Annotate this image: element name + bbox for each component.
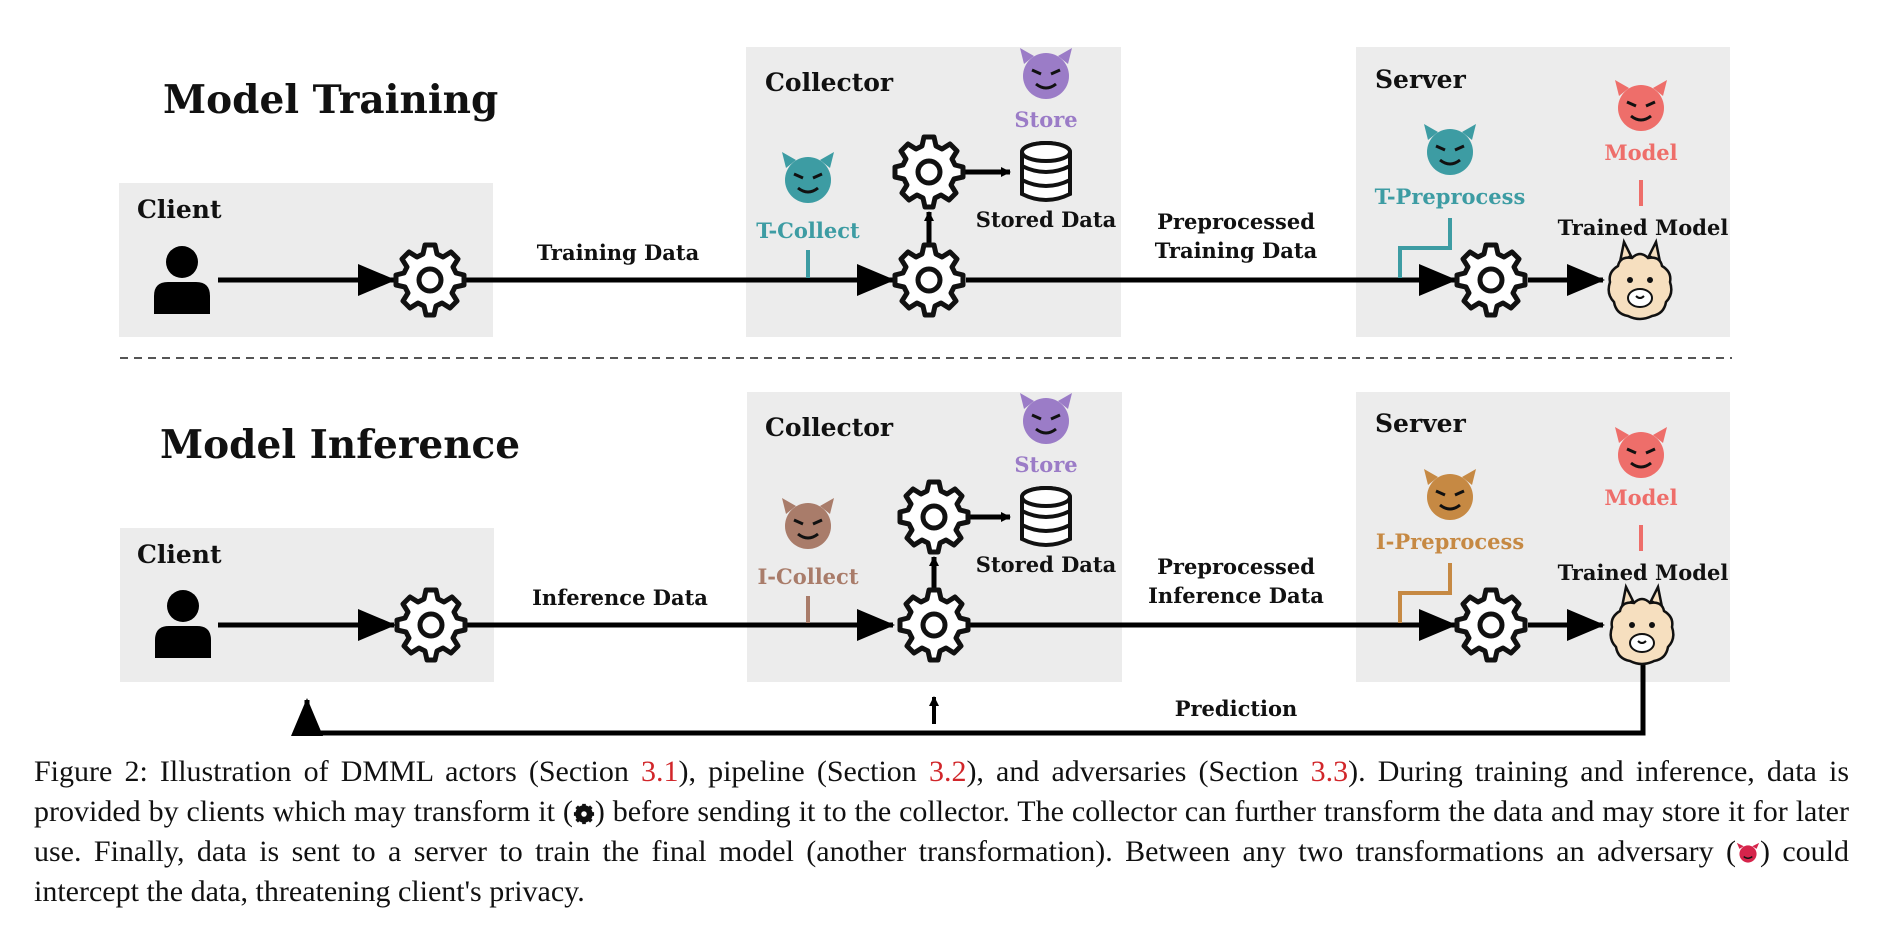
devil-icon (1615, 427, 1667, 478)
section-ref-link[interactable]: 3.2 (928, 755, 967, 788)
gear-icon (900, 590, 968, 660)
gear-icon (573, 804, 594, 825)
devil-icon (1020, 48, 1072, 99)
gear-icon (1457, 590, 1525, 660)
gear-icon (895, 245, 963, 315)
devil-icon (782, 152, 834, 203)
figure-caption: Figure 2: Illustration of DMML actors (S… (34, 752, 1849, 912)
prediction-feedback-arrow (291, 665, 1646, 736)
database-icon (1020, 141, 1072, 202)
section-ref-link[interactable]: 3.3 (1310, 755, 1349, 788)
inference-stored-data-label: Stored Data (976, 552, 1117, 577)
caption-text: ) could intercept the data, threatening … (34, 835, 1850, 908)
caption-text: ), pipeline (Section (678, 755, 929, 788)
caption-text: ) before sending it to the collector. Th… (34, 795, 1849, 868)
t-preprocess-label: T-Preprocess (1375, 184, 1526, 209)
inference-preprocessed-label-2: Inference Data (1148, 583, 1324, 608)
training-stored-data-label: Stored Data (976, 207, 1117, 232)
caption-text: ). During training and inference, data i… (34, 755, 1849, 828)
gear-icon (895, 137, 963, 207)
devil-icon (1424, 124, 1476, 175)
training-title: Model Training (163, 77, 498, 123)
training-collector-label: Collector (765, 68, 894, 97)
devil-icon (1020, 393, 1072, 444)
inference-client-label: Client (137, 540, 222, 569)
caption-text: Figure 2: Illustration of DMML actors (S… (34, 755, 641, 788)
training-data-label: Training Data (537, 240, 700, 265)
devil-icon (1736, 842, 1760, 863)
devil-icon (1424, 469, 1476, 520)
training-trained-model-label: Trained Model (1558, 215, 1729, 240)
prediction-label: Prediction (1175, 696, 1298, 721)
inference-model-adversary-label: Model (1604, 485, 1677, 510)
inference-trained-model-label: Trained Model (1558, 560, 1729, 585)
devil-icon (782, 498, 834, 549)
gear-icon (900, 482, 968, 552)
training-server-label: Server (1375, 65, 1467, 94)
gear-icon (397, 590, 465, 660)
devil-icon (1615, 80, 1667, 131)
inference-title: Model Inference (160, 422, 520, 468)
t-preprocess-tap (1398, 218, 1452, 278)
i-collect-label: I-Collect (757, 564, 858, 589)
inference-data-label: Inference Data (532, 585, 708, 610)
gear-icon (396, 245, 464, 315)
inference-collector-label: Collector (765, 413, 894, 442)
gear-icon (1457, 245, 1525, 315)
training-preprocessed-label-2: Training Data (1155, 238, 1318, 263)
inference-preprocessed-label-1: Preprocessed (1157, 554, 1315, 579)
i-preprocess-tap (1398, 563, 1452, 623)
inference-server-label: Server (1375, 409, 1467, 438)
section-ref-link[interactable]: 3.1 (640, 755, 679, 788)
training-section: Model Training Client Collector Server T… (119, 47, 1730, 337)
training-preprocessed-label-1: Preprocessed (1157, 209, 1315, 234)
training-store-adversary-label: Store (1014, 107, 1077, 132)
i-preprocess-label: I-Preprocess (1376, 529, 1524, 554)
inference-section: Model Inference Client Collector Server … (120, 392, 1730, 736)
database-icon (1020, 486, 1072, 547)
training-client-label: Client (137, 195, 222, 224)
training-model-adversary-label: Model (1604, 140, 1677, 165)
caption-text: ), and adversaries (Section (966, 755, 1311, 788)
inference-store-adversary-label: Store (1014, 452, 1077, 477)
t-collect-label: T-Collect (756, 218, 860, 243)
